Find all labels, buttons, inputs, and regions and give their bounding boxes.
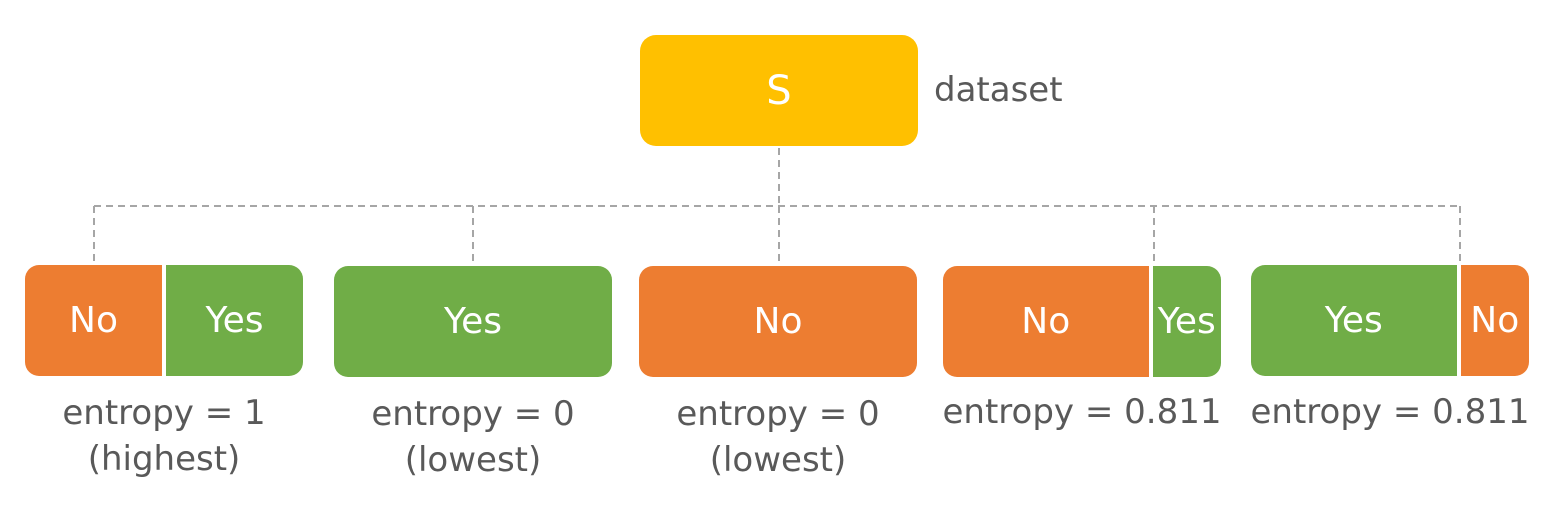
- segment-yes: Yes: [162, 265, 303, 376]
- leaf-5-caption: entropy = 0.811: [1238, 389, 1542, 435]
- leaf-3-caption: entropy = 0 (lowest): [636, 391, 920, 483]
- leaf-3-note: (lowest): [709, 440, 847, 480]
- leaf-4-entropy: entropy = 0.811: [942, 392, 1222, 432]
- root-node-s: S: [640, 35, 918, 146]
- segment-yes: Yes: [1148, 266, 1221, 377]
- leaf-4-caption: entropy = 0.811: [930, 389, 1234, 435]
- segment-no: No: [1456, 265, 1529, 376]
- segment-yes: Yes: [1251, 265, 1457, 376]
- segment-no: No: [25, 265, 162, 376]
- leaf-1-caption: entropy = 1 (highest): [22, 390, 306, 482]
- segment-no: No: [943, 266, 1149, 377]
- leaf-node-2: Yes: [334, 266, 612, 377]
- segment-no: No: [639, 266, 917, 377]
- leaf-1-note: (highest): [87, 439, 241, 479]
- leaf-3-entropy: entropy = 0: [676, 394, 880, 434]
- leaf-2-caption: entropy = 0 (lowest): [331, 391, 615, 483]
- leaf-2-entropy: entropy = 0: [371, 394, 575, 434]
- root-node-label: S: [766, 67, 792, 114]
- root-node-caption: dataset: [934, 70, 1063, 110]
- leaf-2-note: (lowest): [404, 440, 542, 480]
- segment-yes: Yes: [334, 266, 612, 377]
- leaf-5-entropy: entropy = 0.811: [1250, 392, 1530, 432]
- leaf-node-3: No: [639, 266, 917, 377]
- leaf-1-entropy: entropy = 1: [62, 393, 266, 433]
